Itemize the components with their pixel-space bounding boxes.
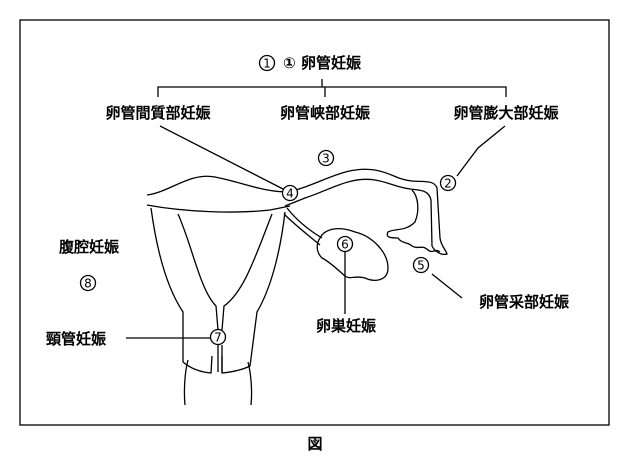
bracket bbox=[157, 79, 507, 97]
svg-text:8: 8 bbox=[84, 277, 92, 291]
marker-7: 7 bbox=[209, 328, 227, 346]
marker-5: 5 bbox=[412, 256, 430, 274]
figure-caption: 図 bbox=[307, 435, 322, 453]
uterus-drawing bbox=[146, 168, 448, 406]
svg-text:6: 6 bbox=[341, 238, 349, 252]
label-cervical: 頸管妊娠 bbox=[46, 330, 107, 348]
title-tubal-pregnancy: ① 卵管妊娠 bbox=[283, 54, 362, 72]
label-isthmic: 卵管峡部妊娠 bbox=[280, 104, 371, 122]
svg-text:2: 2 bbox=[444, 177, 452, 191]
marker-3: 3 bbox=[317, 149, 335, 167]
marker-1: 1 bbox=[258, 54, 276, 72]
marker-6: 6 bbox=[336, 235, 354, 253]
svg-text:4: 4 bbox=[286, 187, 294, 201]
leader-fimbrial bbox=[431, 273, 463, 299]
label-ampullary: 卵管膨大部妊娠 bbox=[453, 104, 559, 122]
label-interstitial: 卵管間質部妊娠 bbox=[105, 104, 211, 122]
svg-text:3: 3 bbox=[322, 152, 330, 166]
ovary bbox=[316, 227, 389, 281]
label-fimbrial: 卵管采部妊娠 bbox=[479, 293, 570, 311]
marker-2: 2 bbox=[439, 174, 457, 192]
frame bbox=[19, 19, 610, 426]
svg-text:1: 1 bbox=[263, 57, 271, 71]
leader-interstitial bbox=[159, 125, 284, 190]
marker-4: 4 bbox=[281, 184, 299, 202]
label-abdominal: 腹腔妊娠 bbox=[59, 238, 120, 256]
label-ovarian: 卵巣妊娠 bbox=[316, 317, 377, 335]
marker-8: 8 bbox=[79, 274, 97, 292]
svg-text:5: 5 bbox=[417, 259, 425, 273]
leader-ampullary bbox=[456, 125, 506, 177]
svg-text:7: 7 bbox=[214, 331, 222, 345]
